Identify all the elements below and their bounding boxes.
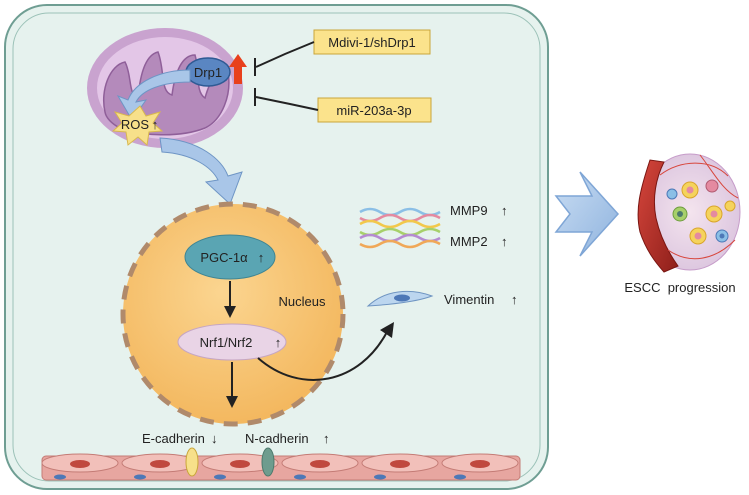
- mmp2-label: MMP2: [450, 234, 488, 249]
- inhibitor-label-2: miR-203a-3p: [336, 103, 411, 118]
- nrf-node: [177, 323, 287, 361]
- nrf-label: Nrf1/Nrf2: [200, 335, 253, 350]
- mmp2-up-icon: ↑: [501, 234, 508, 249]
- ecad-label: E-cadherin: [142, 431, 205, 446]
- tumor-illustration-icon: [637, 153, 741, 273]
- mmp-ribbon-icon: [359, 207, 441, 249]
- ros-up-icon: ↑: [152, 117, 159, 132]
- mmp9-up-icon: ↑: [501, 203, 508, 218]
- inhibition-line-2: [254, 88, 319, 111]
- pgc-up-icon: ↑: [258, 250, 265, 265]
- nrf-up-icon: ↑: [275, 335, 282, 350]
- cell-inner-line: [12, 12, 541, 482]
- drp1-label: Drp1: [194, 65, 222, 80]
- escc-label: ESCC progression: [624, 280, 735, 295]
- progression-arrow: [554, 171, 620, 257]
- epithelial-layer: [41, 453, 521, 481]
- vimentin-label: Vimentin: [444, 292, 494, 307]
- ecadherin-marker: [185, 447, 199, 477]
- nrf-to-cadherin-arrow: [226, 362, 238, 408]
- ecad-down-icon: ↓: [211, 431, 218, 446]
- ros-star: [111, 105, 164, 146]
- mmp9-label: MMP9: [450, 203, 488, 218]
- nucleus-label: Nucleus: [279, 294, 326, 309]
- mitochondrion-icon: [87, 28, 243, 148]
- nucleus: [120, 201, 346, 427]
- pgc-node: [184, 234, 276, 280]
- drp1-up-arrow-icon: [229, 54, 247, 84]
- pgc-label: PGC-1α: [200, 250, 248, 265]
- vimentin-up-icon: ↑: [511, 292, 518, 307]
- vimentin-cell-icon: [366, 290, 434, 307]
- pgc-to-nrf-arrow: [224, 281, 236, 318]
- inhibitor-box-1: [313, 29, 431, 55]
- ncad-up-icon: ↑: [323, 431, 330, 446]
- ncad-label: N-cadherin: [245, 431, 309, 446]
- nrf-to-vimentin-arrow: [257, 322, 394, 381]
- inhibitor-label-1: Mdivi-1/shDrp1: [328, 35, 415, 50]
- inhibition-line-1: [254, 41, 315, 76]
- ncadherin-marker: [261, 447, 275, 477]
- ros-label: ROS: [121, 117, 150, 132]
